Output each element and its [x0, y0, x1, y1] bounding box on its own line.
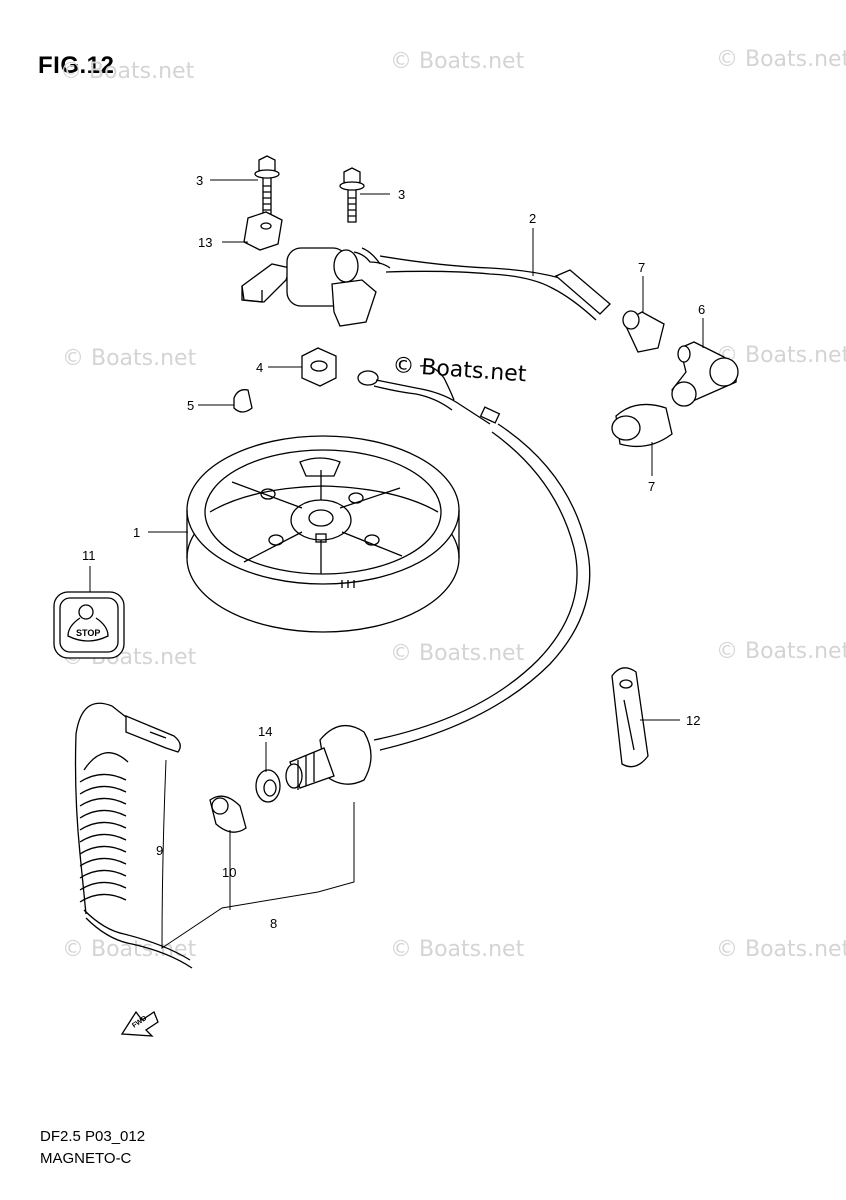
fwd-arrow: FWD: [120, 1010, 159, 1037]
part-4-nut: [301, 347, 337, 387]
watermark: © Boats.net: [62, 346, 197, 371]
watermark: © Boats.net: [716, 47, 846, 72]
callout-4: 4: [256, 360, 263, 375]
part-3-bolt-right: [339, 167, 365, 223]
figure-name: MAGNETO-C: [40, 1150, 132, 1167]
callout-15: 14: [258, 724, 272, 739]
callout-8: 7: [638, 260, 645, 275]
callout-9: 8: [270, 916, 277, 931]
watermark: © Boats.net: [60, 59, 195, 84]
watermark: © Boats.net: [62, 937, 197, 962]
part-7-boot: [611, 403, 673, 448]
callout-12: 11: [82, 548, 96, 563]
callout-7: 7: [648, 479, 655, 494]
watermarks: © Boats.net © Boats.net © Boats.net © Bo…: [60, 47, 846, 962]
watermark: © Boats.net: [390, 49, 525, 74]
figure-title: FIG.12: [38, 52, 115, 79]
watermark: © Boats.net: [390, 937, 525, 962]
watermark-main: © Boats.net: [392, 353, 528, 387]
part-1-flywheel: [186, 435, 460, 633]
leader-lines: [89, 179, 704, 949]
callout-11: 10: [222, 865, 236, 880]
callout-3: 3: [398, 187, 405, 202]
callout-10: 9: [156, 843, 163, 858]
part-8-sleeve: [622, 310, 665, 353]
watermark: © Boats.net: [716, 639, 846, 664]
stop-switch-wire: [373, 423, 591, 751]
callout-14: 13: [198, 235, 212, 250]
figure-code: DF2.5 P03_012: [40, 1128, 146, 1145]
callouts: 3 3 13 2 7 6 7 4 5 1 11 12 14 9 10 8: [82, 173, 705, 931]
part-11-nut: [209, 795, 247, 833]
callout-3: 3: [196, 173, 203, 188]
part-6-spark-plug-cap: [671, 341, 739, 407]
part-3-bolt-left: [254, 155, 280, 221]
callout-6: 6: [698, 302, 705, 317]
stop-label: STOP: [76, 628, 100, 638]
callout-13: 12: [686, 713, 700, 728]
watermark: © Boats.net: [390, 641, 525, 666]
part-14-clip: [243, 211, 283, 251]
callout-2: 2: [529, 211, 536, 226]
ground-lead: [357, 365, 501, 425]
part-12-stop-plate: [53, 591, 125, 659]
part-10-lanyard: [74, 702, 193, 969]
part-15-washer: [255, 769, 281, 803]
callout-5: 5: [187, 398, 194, 413]
watermark: © Boats.net: [716, 343, 846, 368]
part-2-ignition-coil: [241, 247, 611, 327]
part-13-strap: [611, 667, 649, 768]
part-5-woodruff-key: [233, 389, 253, 413]
part-9-stop-switch: [285, 724, 372, 790]
watermark: © Boats.net: [716, 937, 846, 962]
callout-1: 1: [133, 525, 140, 540]
